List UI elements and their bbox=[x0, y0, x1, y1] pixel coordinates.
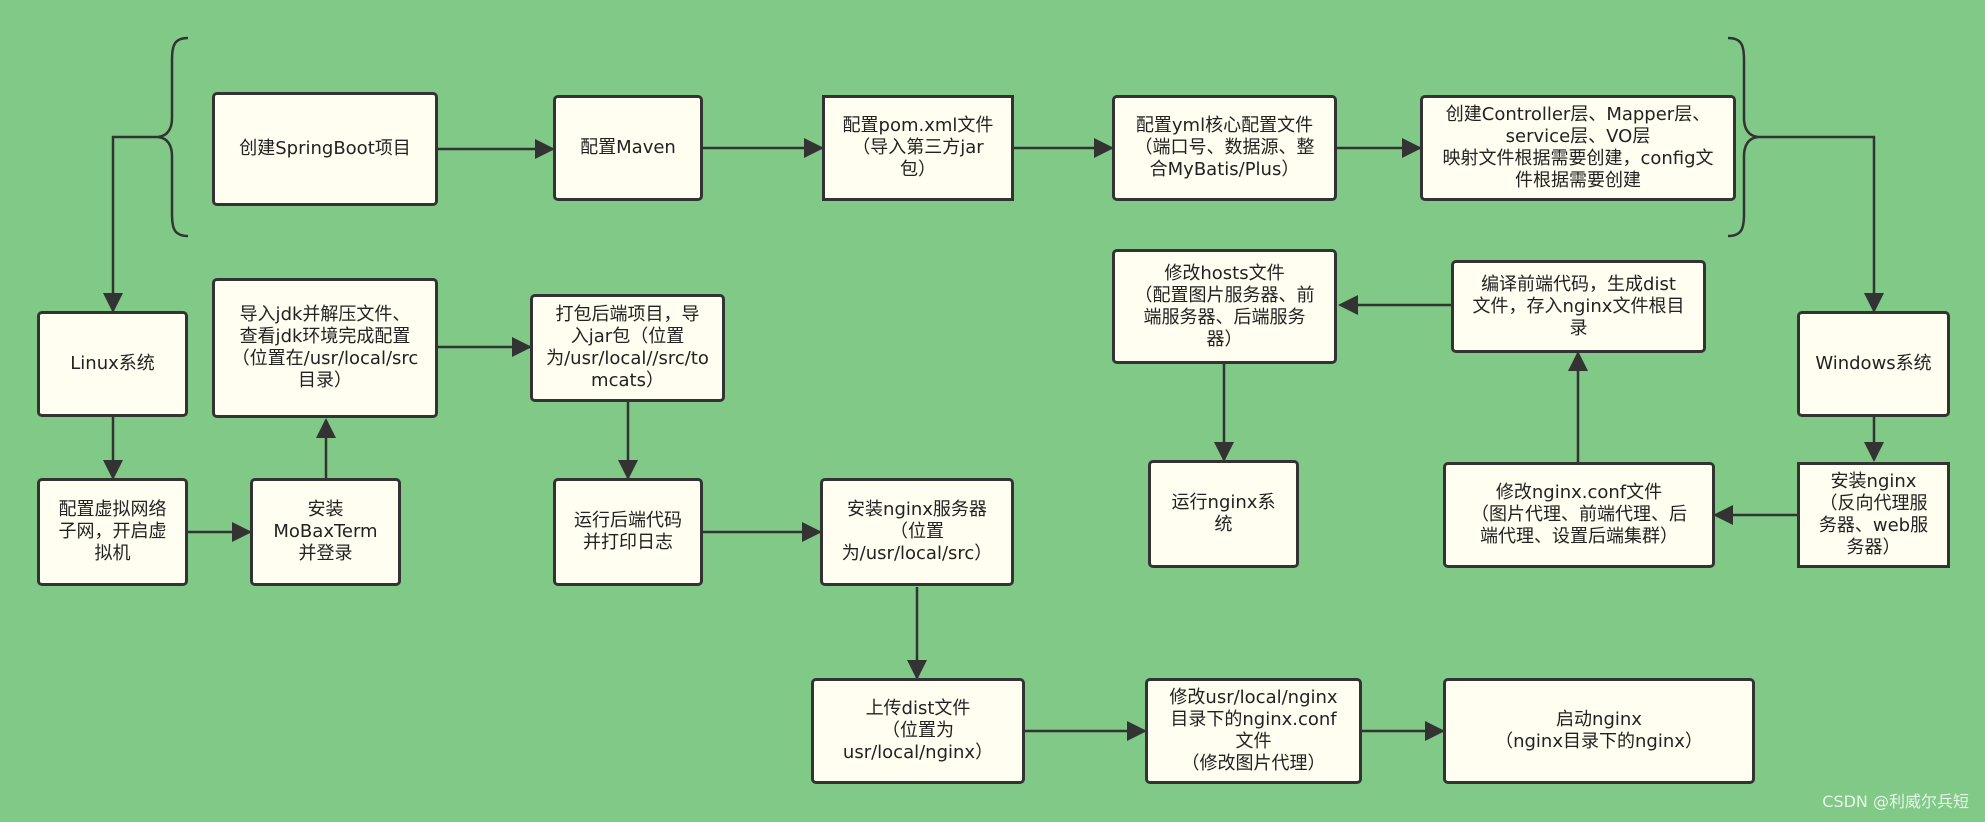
node-package-jar: 打包后端项目，导 入jar包（位置 为/usr/local//src/to mc… bbox=[530, 294, 725, 402]
left-brace bbox=[157, 36, 189, 238]
node-config-maven: 配置Maven bbox=[553, 95, 703, 201]
node-run-nginx: 运行nginx系 统 bbox=[1148, 460, 1299, 568]
arrow-brace-windows bbox=[1758, 135, 1884, 313]
node-run-backend: 运行后端代码 并打印日志 bbox=[553, 478, 703, 586]
node-import-jdk: 导入jdk并解压文件、 查看jdk环境完成配置 （位置在/usr/local/s… bbox=[212, 278, 438, 418]
node-upload-dist: 上传dist文件 （位置为 usr/local/nginx） bbox=[811, 678, 1025, 784]
watermark: CSDN @利威尔兵短 bbox=[1822, 792, 1969, 811]
node-create-controller: 创建Controller层、Mapper层、 service层、VO层 映射文件… bbox=[1420, 95, 1736, 201]
node-config-yml: 配置yml核心配置文件 （端口号、数据源、整 合MyBatis/Plus） bbox=[1112, 95, 1337, 201]
node-config-pom: 配置pom.xml文件 （导入第三方jar 包） bbox=[822, 95, 1014, 201]
node-linux: Linux系统 bbox=[37, 311, 188, 417]
node-modify-usr-nginx-conf: 修改usr/local/nginx 目录下的nginx.conf 文件 （修改图… bbox=[1145, 678, 1362, 784]
node-windows: Windows系统 bbox=[1797, 311, 1950, 417]
node-compile-frontend: 编译前端代码，生成dist 文件，存入nginx文件根目 录 bbox=[1451, 260, 1706, 353]
node-install-nginx-windows: 安装nginx （反向代理服 务器、web服 务器） bbox=[1797, 462, 1950, 568]
node-modify-nginx-conf: 修改nginx.conf文件 （图片代理、前端代理、后 端代理、设置后端集群） bbox=[1443, 462, 1715, 568]
node-virtual-network: 配置虚拟网络 子网，开启虚 拟机 bbox=[37, 478, 188, 586]
node-install-nginx-server: 安装nginx服务器 （位置 为/usr/local/src） bbox=[820, 478, 1014, 586]
node-create-springboot: 创建SpringBoot项目 bbox=[212, 92, 438, 206]
node-install-mobaxterm: 安装 MoBaxTerm 并登录 bbox=[250, 478, 401, 586]
arrow-brace-linux bbox=[103, 135, 158, 313]
node-start-nginx: 启动nginx （nginx目录下的nginx） bbox=[1443, 678, 1755, 784]
node-modify-hosts: 修改hosts文件 （配置图片服务器、前 端服务器、后端服务 器） bbox=[1112, 249, 1337, 364]
